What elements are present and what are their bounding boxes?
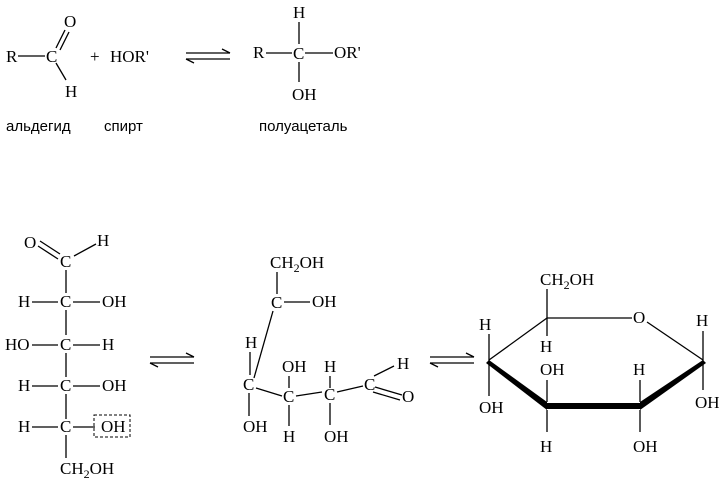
curl-c2-h: H: [324, 357, 336, 376]
hemiacetal-or: OR': [334, 43, 361, 62]
ring-wedge-right: [640, 360, 706, 410]
ring-c1-oh: OH: [695, 393, 720, 412]
curl-c4: C: [243, 375, 254, 394]
ring-ch2oh: CH2OH: [540, 270, 594, 292]
plus-sign: +: [90, 47, 100, 66]
label-alcohol: спирт: [104, 118, 143, 135]
curl-c1: C: [364, 375, 375, 394]
c1-c: C: [60, 252, 71, 271]
glucose-haworth-ring: CH2OH O H OH H OH H H OH H OH: [479, 270, 720, 456]
curl-c5: C: [271, 293, 282, 312]
ring-c3-oh: OH: [540, 360, 565, 379]
curl-c4-h: H: [245, 333, 257, 352]
aldehyde-c: C: [46, 47, 57, 66]
c4-oh: OH: [102, 376, 127, 395]
aldehyde-r: R: [6, 47, 18, 66]
curl-ch2oh: CH2OH: [270, 253, 324, 275]
aldehyde-o: O: [64, 12, 76, 31]
equilibrium-arrow-left: [149, 352, 195, 368]
c4-c: C: [60, 376, 71, 395]
c5-oh: OH: [101, 417, 126, 436]
ring-o: O: [633, 308, 645, 327]
c2-h: H: [18, 292, 30, 311]
curl-c4-oh: OH: [243, 417, 268, 436]
c6-ch2oh: CH2OH: [60, 459, 114, 481]
label-aldehyde: альдегид: [6, 118, 71, 135]
equilibrium-arrow-right: [429, 352, 475, 368]
curl-c2-oh: OH: [324, 427, 349, 446]
hemiacetal-r: R: [253, 43, 265, 62]
aldehyde-structure: R C O H: [6, 12, 77, 101]
ring-wedge-left: [486, 360, 547, 410]
c2-oh: OH: [102, 292, 127, 311]
hemiacetal-h: H: [293, 3, 305, 22]
curl-c1-o: O: [402, 387, 414, 406]
c5-c: C: [60, 417, 71, 436]
alcohol-formula: HOR': [110, 47, 149, 66]
glucose-open-chain: O H C H C OH HO C H H C OH H C OH: [5, 231, 131, 481]
ring-c4-oh: OH: [479, 398, 504, 417]
equilibrium-arrow-top: [185, 48, 231, 64]
glucose-curled-chain: CH2OH C OH H C OH OH C H H C OH C H O: [243, 253, 414, 446]
c4-h: H: [18, 376, 30, 395]
curl-c1-h: H: [397, 354, 409, 373]
curl-c3: C: [283, 387, 294, 406]
c2-c: C: [60, 292, 71, 311]
curl-c5-oh: OH: [312, 292, 337, 311]
ring-c2-oh: OH: [633, 437, 658, 456]
curl-c3-oh: OH: [282, 357, 307, 376]
ring-c2-h: H: [633, 360, 645, 379]
curl-c3-h: H: [283, 427, 295, 446]
label-hemiacetal: полуацеталь: [259, 118, 348, 135]
c5-h: H: [18, 417, 30, 436]
hemiacetal-c: C: [293, 44, 304, 63]
curl-c2: C: [324, 385, 335, 404]
aldehyde-h: H: [65, 82, 77, 101]
hemiacetal-structure: H R C OR' OH: [253, 3, 361, 104]
c3-h: H: [102, 335, 114, 354]
ring-c4-h: H: [479, 315, 491, 334]
c3-ho: HO: [5, 335, 30, 354]
ring-c1-h: H: [696, 311, 708, 330]
ring-c3-h: H: [540, 437, 552, 456]
c1-o: O: [24, 233, 36, 252]
c3-c: C: [60, 335, 71, 354]
highlight-box: [93, 414, 131, 438]
c1-h: H: [97, 231, 109, 250]
ring-c5-h: H: [540, 337, 552, 356]
hemiacetal-oh: OH: [292, 85, 317, 104]
